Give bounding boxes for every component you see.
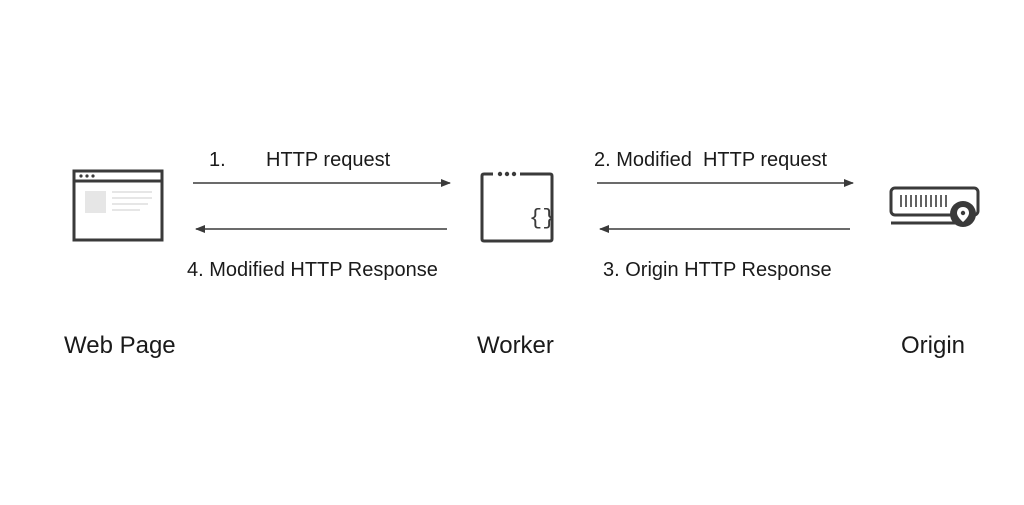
worker-label: Worker — [477, 332, 554, 359]
web-page-label: Web Page — [64, 332, 176, 359]
step1-label: HTTP request — [266, 149, 391, 171]
svg-text:{}: {} — [529, 206, 555, 231]
browser-window-icon — [72, 169, 164, 242]
step2-label: 2. Modified HTTP request — [594, 149, 828, 171]
worker-code-icon: {} — [480, 171, 555, 243]
origin-label: Origin — [901, 332, 966, 359]
server-location-icon — [889, 186, 980, 227]
step4-label: 4. Modified HTTP Response — [187, 259, 438, 281]
step3-label: 3. Origin HTTP Response — [603, 259, 832, 281]
step1-number: 1. — [209, 149, 226, 171]
